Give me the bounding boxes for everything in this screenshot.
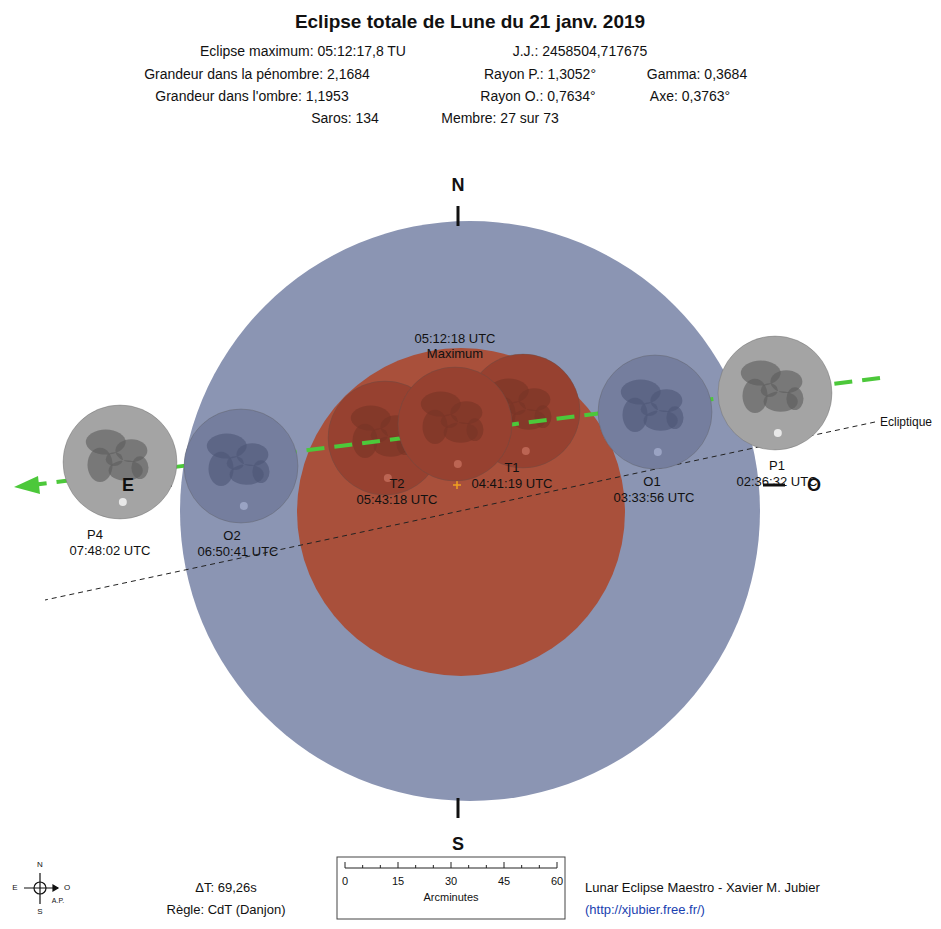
scale-number: 0 xyxy=(342,875,348,887)
header-field: Saros: 134 xyxy=(311,111,379,126)
moon-image xyxy=(718,336,832,450)
scale-unit: Arcminutes xyxy=(423,891,478,903)
header-field: Gamma: 0,3684 xyxy=(647,67,747,82)
scale-ticks xyxy=(345,862,557,868)
cardinal-point: S xyxy=(452,835,464,855)
compass-letter: N xyxy=(37,861,43,870)
penumbra-disc xyxy=(180,221,760,801)
moon-image xyxy=(184,409,298,523)
moon-position: P102:36:32 UTC xyxy=(718,336,832,450)
moon-disc xyxy=(718,336,832,450)
scale-number: 30 xyxy=(445,875,457,887)
moon-position: P407:48:02 UTC xyxy=(63,405,177,519)
header-field: Grandeur dans la pénombre: 2,1684 xyxy=(144,67,370,82)
rule-note: Règle: CdT (Danjon) xyxy=(167,903,286,917)
north-tick xyxy=(457,206,460,226)
contact-time: 06:50:41 UTC xyxy=(198,545,279,559)
moon-disc xyxy=(398,367,512,481)
scale-number: 60 xyxy=(551,875,563,887)
moon-image xyxy=(398,367,512,481)
header-field: Eclipse maximum: 05:12:17,8 TU xyxy=(200,44,406,59)
moon-disc xyxy=(63,405,177,519)
header-field: Grandeur dans l'ombre: 1,1953 xyxy=(155,89,348,104)
delta-t: ΔT: 69,26s xyxy=(195,881,256,895)
contact-label: O2 xyxy=(223,529,240,543)
scale-box xyxy=(337,857,565,919)
moon-disc xyxy=(598,355,712,469)
diagram-title: Eclipse totale de Lune du 21 janv. 2019 xyxy=(295,11,645,33)
contact-time: 05:43:18 UTC xyxy=(357,493,438,507)
credit: Lunar Eclipse Maestro - Xavier M. Jubier xyxy=(585,881,820,895)
moon-image xyxy=(63,405,177,519)
maximum-label: Maximum xyxy=(427,347,483,361)
cardinal-point: O xyxy=(807,476,821,496)
scale-number: 15 xyxy=(392,875,404,887)
contact-label: T1 xyxy=(504,461,519,475)
contact-time: 03:33:56 UTC xyxy=(614,491,695,505)
compass-letter: S xyxy=(37,908,42,917)
contact-label: O1 xyxy=(643,475,660,489)
scale-number: 45 xyxy=(498,875,510,887)
moon-position: O206:50:41 UTC xyxy=(184,409,298,523)
center-cross xyxy=(453,481,461,489)
moon-position: 05:12:18 UTCMaximum xyxy=(398,367,512,481)
header-field: Membre: 27 sur 73 xyxy=(441,111,559,126)
arrow-head xyxy=(14,476,40,494)
credit-url: (http://xjubier.free.fr/) xyxy=(585,903,705,917)
moon-track xyxy=(328,354,580,495)
contact-time: 04:41:19 UTC xyxy=(472,477,553,491)
contact-time: 02:36:32 UTC xyxy=(737,475,818,489)
maximum-time: 05:12:18 UTC xyxy=(415,332,496,346)
header-field: J.J.: 2458504,717675 xyxy=(513,44,648,59)
moon-position: O103:33:56 UTC xyxy=(598,355,712,469)
compass-letter: O xyxy=(64,884,70,893)
contact-label: P1 xyxy=(769,459,785,473)
compass-letter: A.P. xyxy=(52,897,64,905)
compass-letter: E xyxy=(12,884,17,893)
cardinal-point: E xyxy=(122,476,134,496)
header-field: Rayon P.: 1,3052° xyxy=(484,67,596,82)
umbra-disc xyxy=(297,348,625,676)
contact-label: P4 xyxy=(87,528,103,542)
cardinal-point: N xyxy=(452,176,465,196)
south-tick xyxy=(457,798,460,818)
moon-image xyxy=(598,355,712,469)
contact-time: 07:48:02 UTC xyxy=(70,544,151,558)
header-field: Rayon O.: 0,7634° xyxy=(480,89,595,104)
moon-disc xyxy=(184,409,298,523)
contact-label: T2 xyxy=(389,477,404,491)
header-field: Axe: 0,3763° xyxy=(650,89,730,104)
ecliptic-label: Ecliptique xyxy=(880,416,932,429)
